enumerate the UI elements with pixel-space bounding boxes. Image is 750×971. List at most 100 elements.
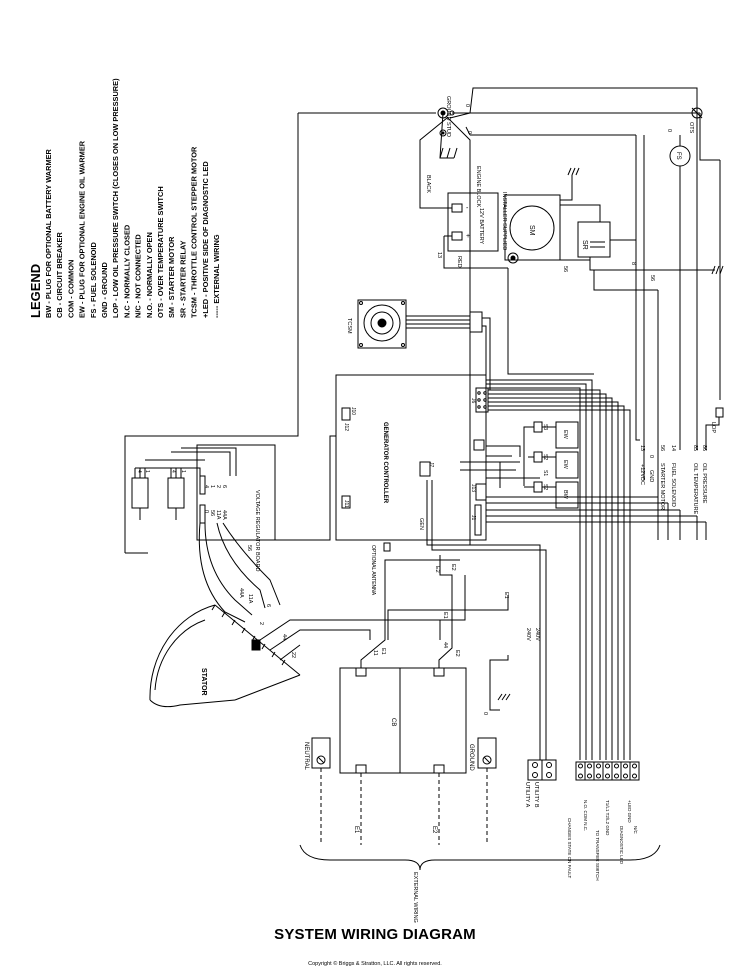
wire-22-stator: 22 <box>290 652 296 658</box>
terminal-screw <box>587 773 592 779</box>
label-diagnostic-led: DIAGNOSTIC LED <box>619 826 624 865</box>
installer-supplied-label: INSTALLER SUPPLIED <box>501 192 507 250</box>
wire-44-stator: 44 <box>281 634 287 640</box>
neutral-label: NEUTRAL <box>303 742 309 771</box>
conn-pin-1a: 1 <box>144 470 150 473</box>
legend-item: GND - GROUND <box>100 261 109 318</box>
conn-pin-4a: 4 <box>136 470 142 473</box>
j1-label: J1 <box>470 515 476 521</box>
label-to-transfer: TO TRANSFER SWITCH <box>595 830 600 881</box>
neutral-lug: NEUTRAL <box>303 737 331 771</box>
bw-label: BW <box>562 490 568 500</box>
utility-terminals: UTILITY A UTILITY B <box>524 759 557 808</box>
terminal-screw <box>614 763 619 769</box>
circuit-breaker: CB <box>339 667 467 774</box>
legend-item: +LED - POSITIVE SIDE OF DIAGNOSTIC LED <box>201 161 210 318</box>
optional-antenna-label: OPTIONAL ANTENNA <box>370 545 376 596</box>
e1-label-cb: E1 <box>380 648 386 655</box>
e2-label-upper: E2 <box>450 564 456 571</box>
wire-56-top: 56 <box>649 275 655 281</box>
legend-item: OTS - OVER TEMPERATURE SWITCH <box>156 186 165 318</box>
terminal-block <box>629 761 640 781</box>
gen-label: GEN <box>418 518 424 530</box>
voltage-240a: 240V <box>525 628 531 641</box>
legend-item: ----- EXTERNAL WIRING <box>212 234 221 318</box>
red-wire-label: RED <box>456 256 462 268</box>
wire-85-right: 85 <box>692 445 698 451</box>
stator-label: STATOR <box>200 668 207 696</box>
lop-label: LOP <box>710 422 716 433</box>
wire-44-cb: 44 <box>442 642 448 648</box>
wire-11-stator: 11 <box>372 650 378 656</box>
legend-item: N.O. - NORMALLY OPEN <box>145 232 154 318</box>
generator-controller: GENERATOR CONTROLLER J6 J10 J12 J11 J13 … <box>335 374 489 541</box>
utility-a-label: UTILITY A <box>524 782 530 808</box>
black-wire-label: BLACK <box>425 175 431 193</box>
j11-label: J11 <box>343 500 349 508</box>
utility-b-label: UTILITY B <box>533 782 539 808</box>
wire-56-sm: 56 <box>562 266 568 272</box>
j12-label: J12 <box>343 423 349 431</box>
label-t1-t2-gnd: T1/L1 T2/L2 GND <box>605 800 610 836</box>
external-wiring <box>320 768 488 845</box>
vr-pin-6: 6 <box>221 485 227 488</box>
starter-relay: SR <box>577 221 611 258</box>
wire-8-top: 8 <box>630 262 636 265</box>
signal-starter-motor: STARTER MOTOR <box>659 463 665 510</box>
copyright: Copyright © Briggs & Stratton, LLC. All … <box>308 961 442 967</box>
terminal-screw <box>623 773 628 779</box>
battery-label: 12V BATTERY <box>478 208 484 245</box>
ground-stud-label: GROUND STUD <box>445 96 451 137</box>
over-temperature-switch: OTS <box>688 107 703 134</box>
external-wiring-label: EXTERNAL WIRING <box>412 872 418 923</box>
ots-label: OTS <box>688 122 694 134</box>
wire-13-top: 13 <box>436 252 442 258</box>
stator: STATOR <box>149 604 301 708</box>
legend-heading: LEGEND <box>28 264 43 318</box>
terminal-screw <box>605 773 610 779</box>
legend-item: SR - STARTER RELAY <box>178 240 187 318</box>
label-nc: N/C <box>633 826 638 835</box>
ew-plug-1: EW <box>555 421 579 449</box>
j10-label: J10 <box>350 407 356 415</box>
ground-lug-label: GROUND <box>468 744 474 771</box>
controller-label: GENERATOR CONTROLLER <box>382 422 388 504</box>
j7-label: J7 <box>428 462 434 468</box>
sr-label: SR <box>581 240 588 250</box>
conn-pin-4b: 4 <box>170 470 176 473</box>
legend-item: TCSM - THROTTLE CONTROL STEPPER MOTOR <box>190 146 199 318</box>
ew-label-1: EW <box>562 430 568 440</box>
wire-0-top3: 0 <box>666 129 672 132</box>
fs-label: FS <box>675 152 681 160</box>
e1-label-bottom: E1 <box>353 826 359 834</box>
legend-item: N.C - NORMALLY CLOSED <box>122 224 131 318</box>
vr-pin-11a: 11A <box>215 510 221 520</box>
e2-label-mid: E2 <box>434 566 440 573</box>
ew-plug-2: EW <box>555 451 579 479</box>
vr-pin-0: 0 <box>203 510 209 513</box>
wire-56-right: 56 <box>659 445 665 451</box>
terminal-block <box>584 761 595 781</box>
tcsm-label: TCSM <box>346 318 352 334</box>
legend-item: EW - PLUG FOR OPTIONAL ENGINE OIL WARMER <box>78 140 87 318</box>
voltage-240b: 240V <box>534 628 540 641</box>
label-no-com-nc: N.O. COM N.C. <box>583 800 588 831</box>
signal-oil-temperature: OIL TEMPERATURE <box>692 463 698 515</box>
wire-86-right: 86 <box>701 445 707 451</box>
vr-pin-1: 1 <box>209 485 215 488</box>
terminal-screw <box>605 763 610 769</box>
terminal-block <box>602 761 613 781</box>
wire-14-right: 14 <box>670 445 676 451</box>
terminal-screw <box>614 773 619 779</box>
low-oil-pressure-switch: LOP <box>705 407 724 450</box>
terminal-block <box>611 761 622 781</box>
wire-2-vr: 2 <box>258 622 264 625</box>
wire-6-vr: 6 <box>265 604 271 607</box>
wire-44a-vr: 44A <box>238 588 244 598</box>
fuel-solenoid: FS <box>669 145 691 167</box>
voltage-regulator-label: VOLTAGE REGULATOR BOARD <box>254 490 260 572</box>
wire-56-vr: 56 <box>246 545 252 551</box>
legend-item: COM - COMMON <box>66 260 75 318</box>
label-led-gnd: +LED GND <box>627 800 632 823</box>
